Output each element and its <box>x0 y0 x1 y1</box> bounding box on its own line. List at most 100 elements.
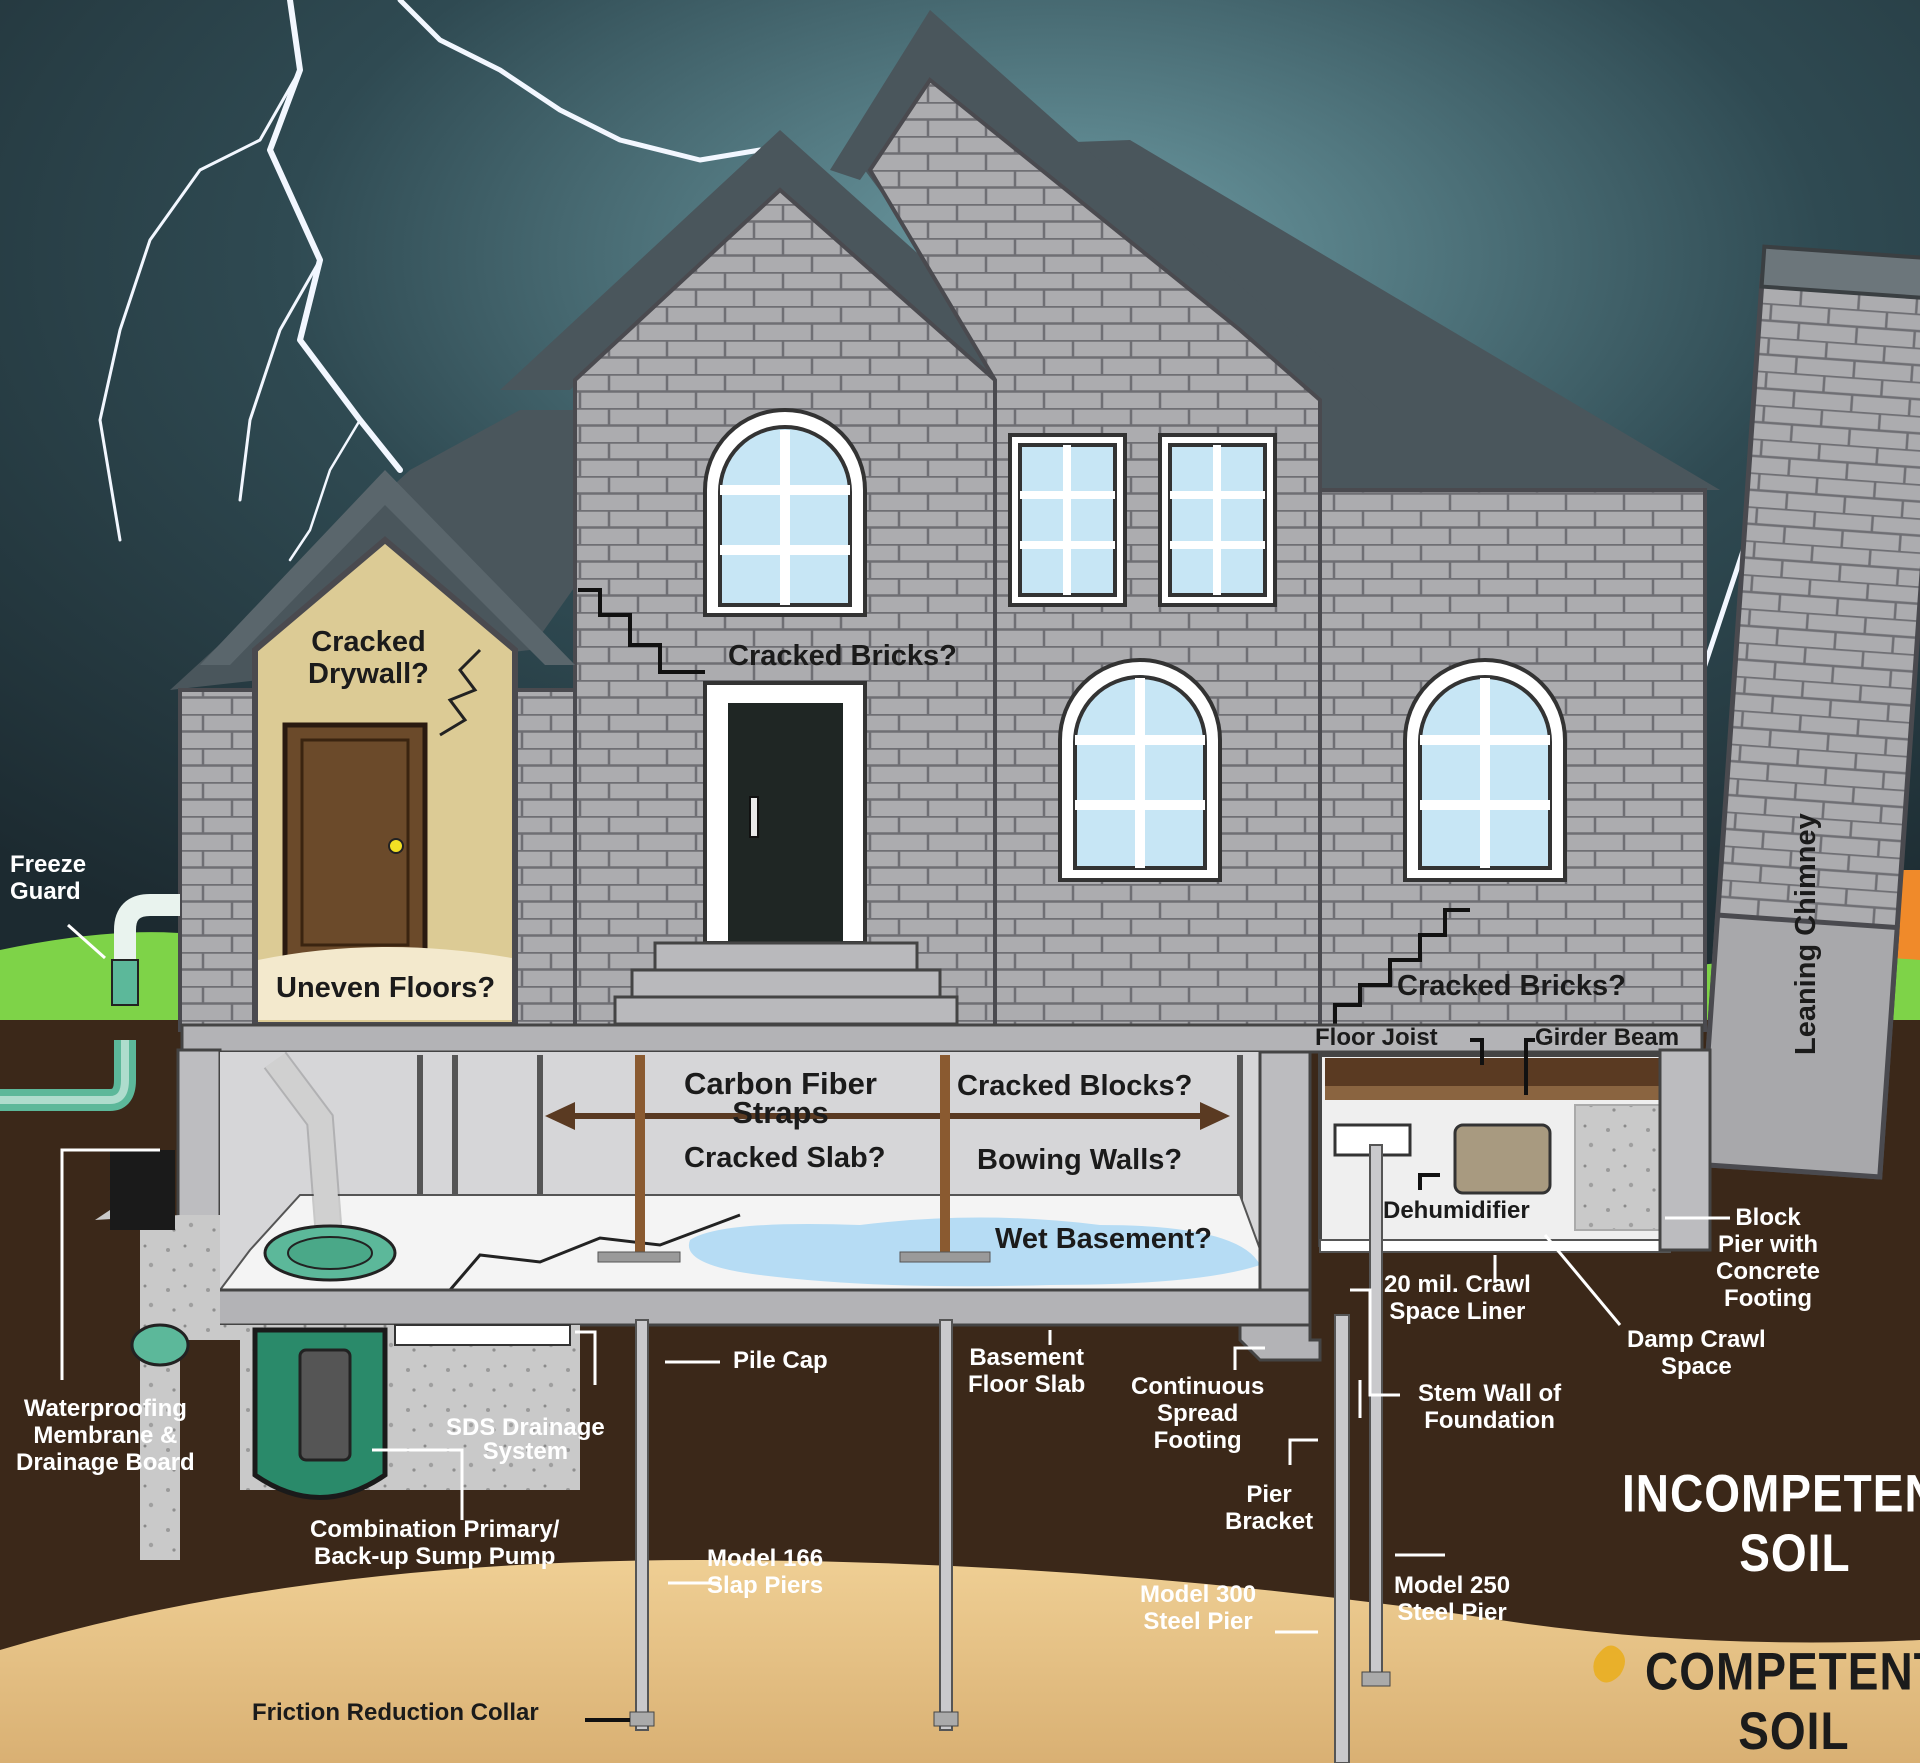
competent-soil-sand <box>0 1560 1920 1763</box>
square-window-right <box>1158 433 1277 607</box>
model-300-pier <box>1334 1314 1350 1763</box>
label-model-250-line1: Model 250 <box>1394 1572 1511 1599</box>
door-handle <box>749 796 759 838</box>
label-cracked-bricks-upper: Cracked Bricks? <box>728 640 957 672</box>
label-pier-bracket: Pier Bracket <box>1225 1481 1314 1536</box>
label-model-300-line2: Steel Pier <box>1143 1607 1253 1635</box>
leader-lines <box>60 923 1730 1634</box>
step-top <box>653 941 919 972</box>
label-pier-bracket-line1: Pier <box>1246 1481 1292 1508</box>
label-continuous-footing-line2: Spread <box>1156 1399 1239 1427</box>
label-sds-line2: System <box>482 1437 569 1465</box>
label-pier-bracket-line2: Bracket <box>1225 1507 1314 1535</box>
label-waterproofing-membrane: Waterproofing Membrane & Drainage Board <box>16 1395 195 1477</box>
label-basement-floor-slab: Basement Floor Slab <box>968 1344 1086 1399</box>
label-cracked-drywall-line1: Cracked <box>311 626 426 658</box>
label-carbon-fiber-line2: Straps <box>732 1094 829 1130</box>
label-cracked-slab: Cracked Slab? <box>684 1142 886 1174</box>
sds-strip <box>394 1324 571 1346</box>
lightning-bolt <box>98 0 1763 683</box>
label-girder-beam: Girder Beam <box>1535 1024 1680 1051</box>
dehumidifier-unit <box>1453 1123 1552 1195</box>
label-waterproofing-line3: Drainage Board <box>16 1448 195 1476</box>
label-crawl-liner-line2: Space Liner <box>1389 1297 1526 1325</box>
label-block-pier-line3: Concrete <box>1716 1257 1821 1285</box>
arched-window-top <box>703 408 867 617</box>
sump-discharge-pipe <box>265 1052 342 1251</box>
step-bottom <box>613 995 959 1026</box>
label-model-166-line1: Model 166 <box>707 1545 824 1572</box>
freeze-guard-pipe <box>114 894 180 995</box>
label-competent-line2: SOIL <box>1738 1700 1850 1761</box>
floor-joist <box>1325 1058 1665 1086</box>
label-damp-crawl-line1: Damp Crawl <box>1627 1326 1766 1353</box>
label-incompetent-line1: INCOMPETENT <box>1622 1463 1920 1523</box>
brick-crack-lower <box>1333 908 1470 1025</box>
label-carbon-fiber-straps: Carbon Fiber Straps <box>684 1066 877 1130</box>
label-block-pier: Block Pier with Concrete Footing <box>1716 1204 1821 1313</box>
front-door <box>728 703 843 943</box>
grass <box>0 932 200 1030</box>
uneven-floor <box>258 946 512 1020</box>
drain-pipe <box>130 1323 190 1367</box>
label-model-166-line2: Slap Piers <box>707 1571 824 1599</box>
label-block-pier-line1: Block <box>1735 1204 1801 1231</box>
label-block-pier-line2: Pier with <box>1718 1230 1819 1258</box>
leaning-chimney <box>1697 244 1920 1180</box>
label-damp-crawl-line2: Space <box>1660 1352 1732 1380</box>
drainage-board-left <box>110 1150 175 1230</box>
square-window-left <box>1008 433 1127 607</box>
label-competent-line1: COMPETENT <box>1645 1641 1920 1701</box>
continuous-footing <box>1238 1323 1322 1362</box>
label-model-250-line2: Steel Pier <box>1397 1598 1507 1626</box>
label-competent-soil: COMPETENT SOIL <box>1645 1642 1920 1760</box>
label-incompetent-soil: INCOMPETENT SOIL <box>1622 1464 1920 1582</box>
label-model-300-line1: Model 300 <box>1140 1581 1257 1608</box>
label-sump-pump-line2: Back-up Sump Pump <box>314 1542 556 1570</box>
arched-window-mid <box>1058 658 1222 882</box>
label-leaning-chimney: Leaning Chimney <box>1790 813 1822 1055</box>
sump-pump <box>298 1348 352 1462</box>
label-basement-slab-line1: Basement <box>969 1344 1085 1371</box>
label-incompetent-line2: SOIL <box>1739 1522 1851 1583</box>
chimney-wall <box>1658 1048 1712 1252</box>
label-continuous-footing-line1: Continuous <box>1131 1373 1265 1400</box>
label-stem-wall: Stem Wall of Foundation <box>1418 1380 1561 1435</box>
label-sds-drainage: SDS Drainage System <box>446 1414 605 1466</box>
label-basement-slab-line2: Floor Slab <box>968 1370 1086 1398</box>
basement-slab <box>178 1288 1312 1327</box>
drywall-crack <box>439 648 482 737</box>
label-stem-wall-line2: Foundation <box>1424 1406 1555 1434</box>
label-model-250: Model 250 Steel Pier <box>1394 1572 1511 1627</box>
label-cracked-drywall: Cracked Drywall? <box>308 626 429 691</box>
label-sump-pump-line1: Combination Primary/ <box>310 1516 560 1543</box>
step-mid <box>630 968 942 999</box>
small-gable-roof <box>200 470 575 665</box>
support-post-right <box>940 1055 950 1255</box>
label-cracked-bricks-lower: Cracked Bricks? <box>1397 970 1626 1002</box>
label-continuous-spread-footing: Continuous Spread Footing <box>1131 1373 1265 1455</box>
label-sump-pump: Combination Primary/ Back-up Sump Pump <box>310 1516 560 1571</box>
label-pile-cap: Pile Cap <box>733 1347 828 1374</box>
label-carbon-fiber-line1: Carbon Fiber <box>684 1066 877 1101</box>
label-damp-crawl-space: Damp Crawl Space <box>1627 1326 1766 1381</box>
girder-beam <box>1325 1086 1665 1100</box>
support-post-left <box>635 1055 645 1255</box>
competent-soil-mark <box>1593 1645 1625 1683</box>
interior-door <box>282 722 428 963</box>
slab-crack <box>448 1213 741 1291</box>
label-wet-basement: Wet Basement? <box>995 1223 1213 1255</box>
label-sds-line1: SDS Drainage <box>446 1414 605 1441</box>
door-knob <box>388 838 404 854</box>
black-arrows <box>585 1038 1535 1722</box>
arched-window-right <box>1403 658 1567 882</box>
label-floor-joist: Floor Joist <box>1315 1024 1438 1051</box>
label-dehumidifier: Dehumidifier <box>1383 1197 1530 1224</box>
label-friction-reduction-collar: Friction Reduction Collar <box>252 1699 539 1726</box>
brick-crack-upper <box>578 588 705 674</box>
label-block-pier-line4: Footing <box>1724 1284 1812 1312</box>
label-crawl-liner-line1: 20 mil. Crawl <box>1384 1271 1531 1298</box>
label-continuous-footing-line3: Footing <box>1153 1426 1242 1454</box>
label-crawl-space-liner: 20 mil. Crawl Space Liner <box>1384 1271 1531 1326</box>
